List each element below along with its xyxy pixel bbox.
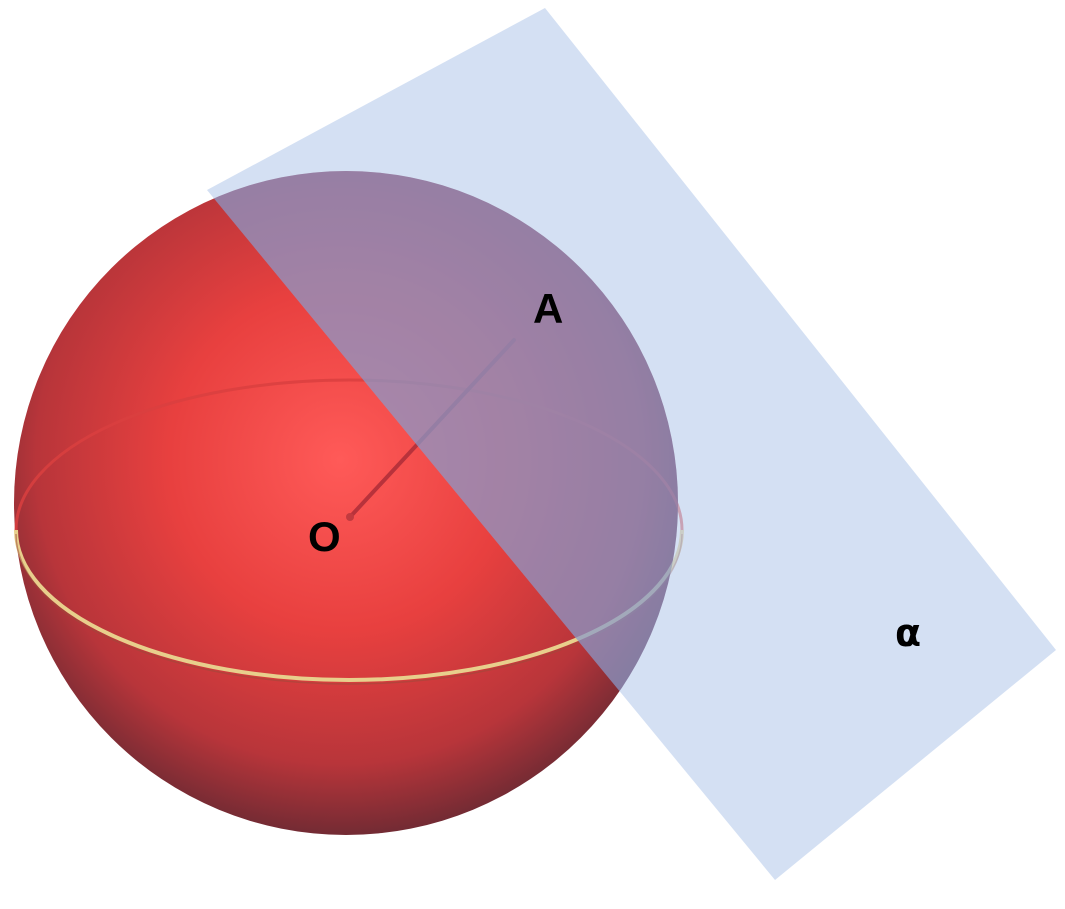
center-point-o [346, 513, 354, 521]
tangent-plane-alpha [207, 8, 1056, 880]
label-point-a: A [533, 285, 563, 332]
label-plane-alpha: α [895, 611, 921, 655]
plane-sphere-overlap-tint [207, 171, 678, 835]
label-center-o: O [308, 513, 341, 560]
